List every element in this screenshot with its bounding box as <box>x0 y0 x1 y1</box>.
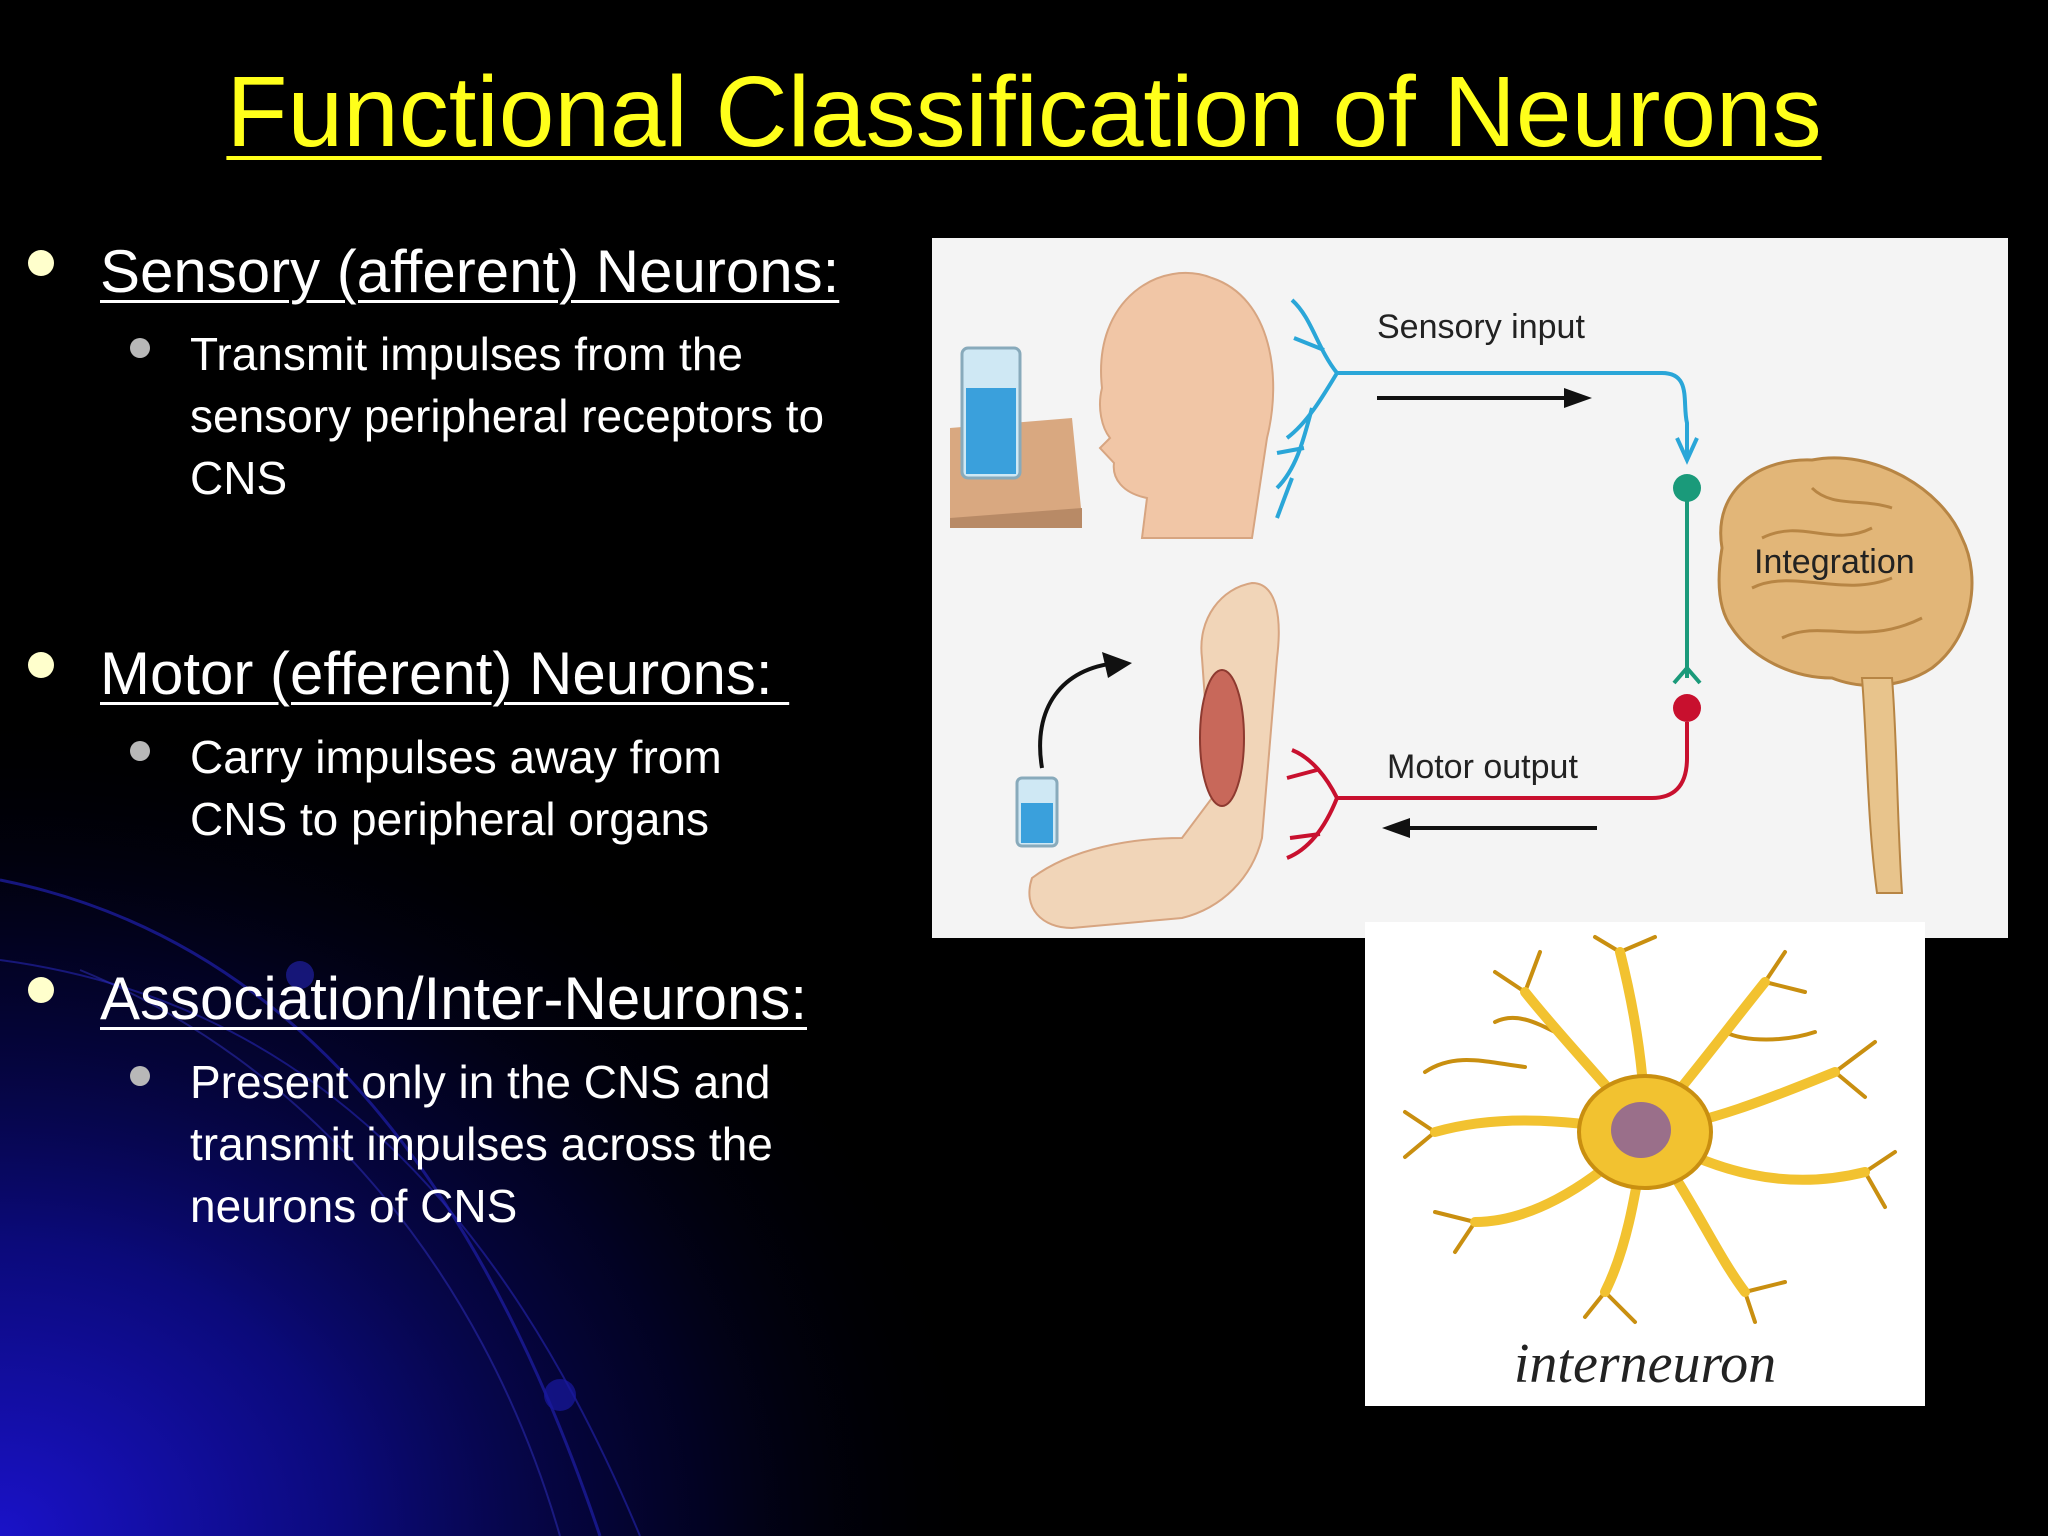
association-text-line: neurons of CNS <box>190 1180 518 1232</box>
brain-icon <box>1717 456 1974 687</box>
sub-bullet-dot <box>130 741 150 761</box>
interneuron-node <box>1673 474 1701 502</box>
association-heading: Association/Inter-Neurons: <box>100 965 807 1032</box>
bullet-dot <box>28 977 54 1003</box>
sensory-text-line: sensory peripheral receptors to <box>190 390 825 442</box>
nucleus <box>1611 1102 1671 1158</box>
arm-icon <box>1028 581 1280 930</box>
bullet-dot <box>28 250 54 276</box>
sensory-text-line: CNS <box>190 452 288 504</box>
motor-output-label: Motor output <box>1387 748 1578 786</box>
motor-heading: Motor (efferent) Neurons: <box>100 640 790 707</box>
sensory-nerve <box>1275 298 1699 519</box>
head-icon <box>1098 272 1275 539</box>
motor-node <box>1673 694 1701 722</box>
reflex-arc-figure: Sensory input Integration Motor output <box>932 238 2008 938</box>
interneuron-caption: interneuron <box>1514 1333 1776 1395</box>
sensory-input-label: Sensory input <box>1377 308 1585 346</box>
motor-text-line: CNS to peripheral organs <box>190 793 710 845</box>
interneuron-figure: interneuron <box>1365 922 1925 1406</box>
association-text-line: transmit impulses across the <box>190 1118 773 1170</box>
spinal-cord <box>1860 677 1904 894</box>
bullet-dot <box>28 652 54 678</box>
association-text-line: Present only in the CNS and <box>190 1056 771 1108</box>
slide-title: Functional Classification of Neurons <box>226 56 1822 168</box>
motor-nerve <box>1286 722 1689 860</box>
integration-label: Integration <box>1754 543 1915 581</box>
sensory-text-line: Transmit impulses from the <box>190 328 743 380</box>
sub-bullet-dot <box>130 1066 150 1086</box>
muscle-icon <box>1199 669 1245 807</box>
curved-arrow <box>1038 661 1118 769</box>
motor-text-line: Carry impulses away from <box>190 731 722 783</box>
reflex-arc-drawing: Sensory input Integration Motor output <box>950 272 1974 930</box>
sensory-heading: Sensory (afferent) Neurons: <box>100 238 840 305</box>
sub-bullet-dot <box>130 338 150 358</box>
interneuron-drawing: interneuron <box>1403 935 1897 1395</box>
